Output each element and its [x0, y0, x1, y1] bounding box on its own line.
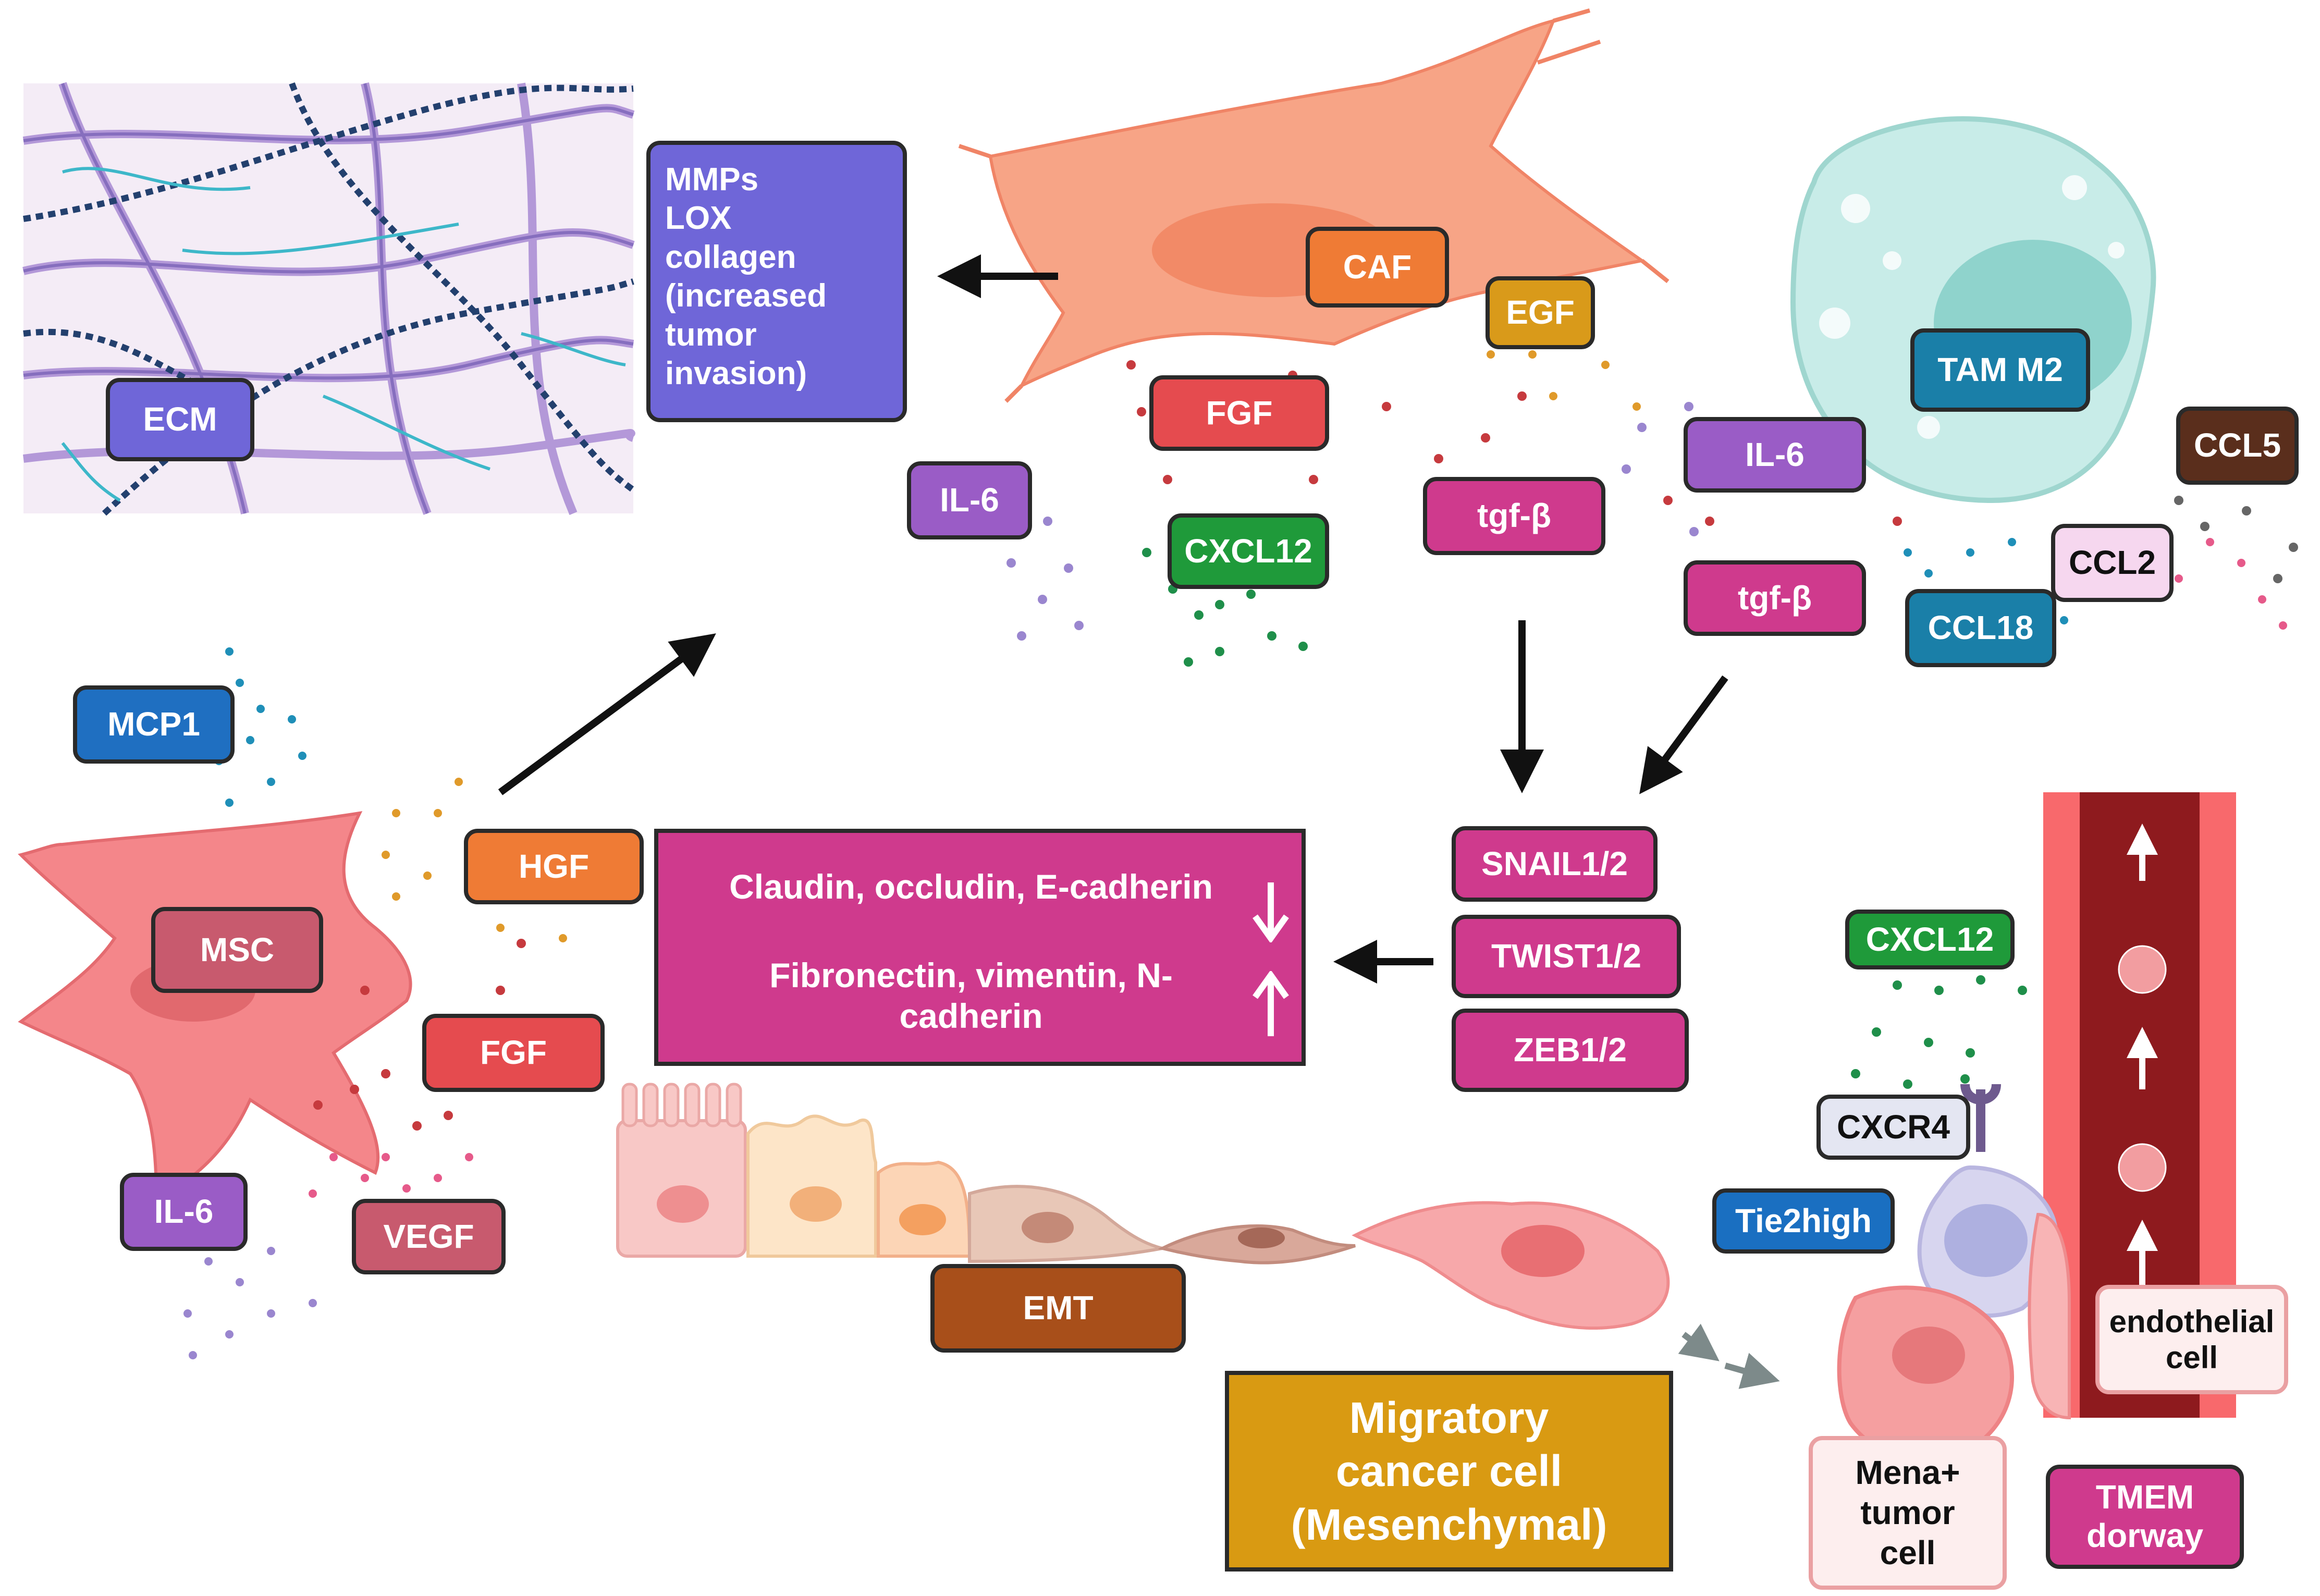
snail-label: SNAIL1/2 [1452, 826, 1658, 902]
migratory-cancer-cell-label: Migratory cancer cell (Mesenchymal) [1225, 1371, 1673, 1572]
emt-cell-sequence-illustration [616, 1083, 1670, 1330]
tie2high-label: Tie2high [1712, 1188, 1895, 1254]
zeb-label: ZEB1/2 [1452, 1009, 1689, 1092]
ccl18-label: CCL18 [1905, 589, 2056, 667]
fgf-label-msc: FGF [422, 1014, 605, 1092]
cxcl12-label-top: CXCL12 [1168, 513, 1329, 589]
ccl2-label: CCL2 [2051, 524, 2174, 602]
mmps-lox-collagen-box: MMPs LOX collagen (increased tumor invas… [646, 141, 907, 422]
twist-label: TWIST1/2 [1452, 915, 1681, 998]
tam-m2-label: TAM M2 [1910, 328, 2090, 412]
hgf-label: HGF [464, 829, 644, 904]
il6-label-tam: IL-6 [1684, 417, 1866, 493]
endothelial-cell-label: endothelial cell [2095, 1285, 2288, 1394]
il6-label-msc: IL-6 [120, 1173, 248, 1251]
dashed-arrow-icon [1678, 1323, 1720, 1361]
dashed-arrow-icon [1724, 1353, 1780, 1389]
fgf-label-top: FGF [1149, 375, 1329, 451]
arrow-up-right-icon [498, 633, 716, 795]
intravasation-cells-illustration [1837, 1083, 2071, 1462]
mcp1-label: MCP1 [73, 685, 235, 764]
arrow-down-left-icon [1639, 675, 1728, 794]
ccl5-label: CCL5 [2176, 407, 2299, 485]
mena-tumor-cell-label: Mena+ tumor cell [1809, 1436, 2007, 1590]
emt-marker-panel: Claudin, occludin, E-cadherin Fibronecti… [654, 829, 1306, 1066]
caf-label: CAF [1306, 227, 1449, 308]
tmem-doorway-label: TMEM dorway [2046, 1465, 2244, 1569]
egf-label: EGF [1486, 276, 1595, 349]
ecm-label: ECM [106, 378, 254, 461]
il6-label-top: IL-6 [907, 461, 1032, 539]
emt-label: EMT [930, 1264, 1186, 1353]
up-arrow-icon [1253, 971, 1289, 1036]
down-arrow-icon [1253, 882, 1289, 942]
msc-label: MSC [151, 907, 323, 993]
cxcr4-label: CXCR4 [1816, 1095, 1970, 1160]
cxcl12-label-right: CXCL12 [1845, 910, 2015, 969]
tgfb-label-top: tgf-β [1423, 477, 1605, 555]
mesenchymal-markers-text: Fibronectin, vimentin, N- cadherin [769, 956, 1173, 1035]
vegf-label: VEGF [352, 1199, 506, 1274]
epithelial-markers-text: Claudin, occludin, E-cadherin [729, 867, 1213, 906]
arrows [498, 254, 2158, 1389]
msc-cell-illustration [18, 811, 412, 1201]
tgfb-label-tam: tgf-β [1684, 560, 1866, 636]
